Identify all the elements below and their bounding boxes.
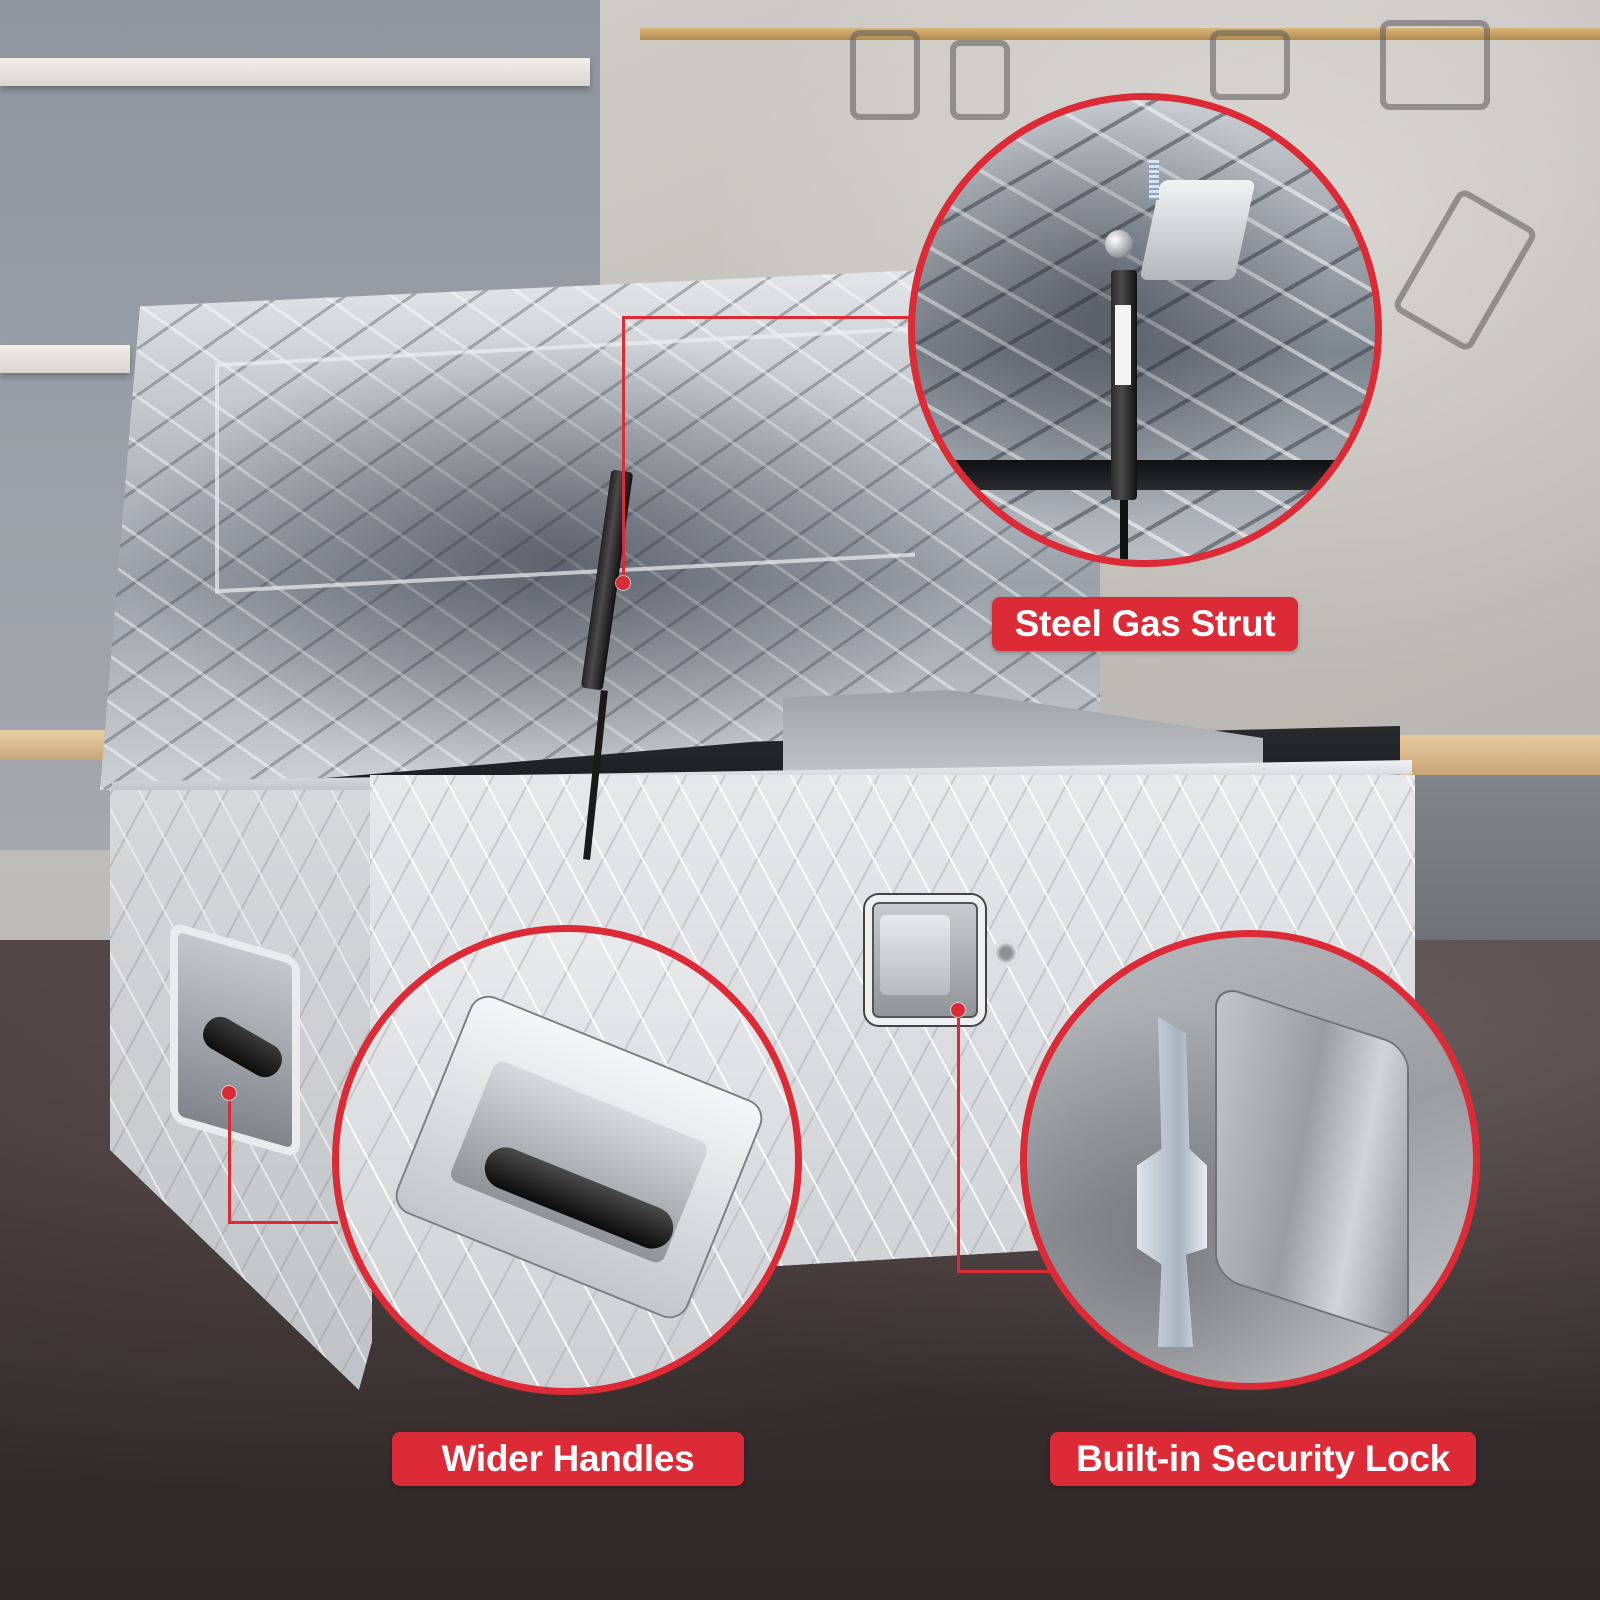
callout-lock-zoom <box>1020 930 1480 1390</box>
left-workbench <box>0 730 120 760</box>
label-steel-gas-strut: Steel Gas Strut <box>992 597 1298 651</box>
lid-inner-panel <box>215 326 915 594</box>
upper-shelf <box>0 58 590 86</box>
ball-joint <box>1105 230 1133 258</box>
marker-dot <box>616 576 630 590</box>
strut-sticker <box>1115 305 1131 385</box>
lock-housing <box>1217 986 1407 1338</box>
clamp-icon <box>1380 20 1490 110</box>
right-workbench-top <box>1380 735 1600 775</box>
lock-cam <box>1137 1017 1207 1347</box>
bolt-icon <box>1149 160 1159 200</box>
clamp-icon <box>850 30 920 120</box>
callout-handle-zoom <box>332 925 802 1395</box>
lower-shelf <box>0 345 130 373</box>
latch-paddle <box>880 915 950 995</box>
clamp-icon <box>950 40 1010 120</box>
clamp-icon <box>1210 30 1290 100</box>
callout-strut-zoom <box>908 93 1382 567</box>
label-security-lock: Built-in Security Lock <box>1050 1432 1476 1486</box>
strut-rod <box>1120 500 1128 560</box>
keyhole-icon <box>993 940 1019 966</box>
right-workbench-front <box>1380 775 1600 945</box>
marker-dot <box>222 1086 236 1100</box>
label-wider-handles: Wider Handles <box>392 1432 744 1486</box>
marker-dot <box>951 1003 965 1017</box>
